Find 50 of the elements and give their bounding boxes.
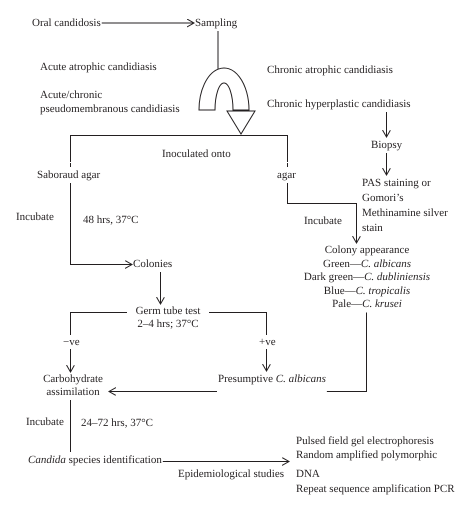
arrow	[208, 312, 271, 372]
arrow	[287, 182, 361, 244]
arrow	[101, 18, 194, 28]
step-label: Colonies	[133, 257, 172, 271]
step-heading: Colony appearance	[324, 244, 410, 258]
note-label: Acute atrophic candidiasis	[40, 60, 157, 74]
note-label: Incubate	[26, 415, 64, 429]
step-heading: Germ tube test	[134, 305, 202, 318]
step-detail: 2–4 hrs; 37°C	[136, 318, 200, 331]
edge-label: +ve	[258, 335, 277, 349]
step-detail: Blue—C. tropicalis	[322, 284, 412, 298]
connector-line	[287, 162, 288, 168]
step-label: Oral candidosis	[32, 16, 101, 30]
step-detail: Pulsed field gel electrophoresis	[296, 434, 435, 448]
arrow	[382, 152, 391, 176]
step-detail: DNA	[296, 467, 321, 481]
u-turn-arrow	[198, 30, 256, 134]
connector-line	[70, 400, 71, 452]
step-label: Sampling	[195, 16, 238, 30]
step-label: Biopsy	[371, 138, 402, 152]
note-label: Acute/chronic pseudomembranous candidiasis	[40, 88, 181, 116]
arrow	[66, 312, 128, 372]
edge-label: 48 hrs, 37°C	[82, 213, 140, 227]
arrow	[162, 457, 290, 466]
arrow	[70, 182, 132, 269]
connector-line	[70, 162, 71, 168]
edge-label: Epidemiological studies	[177, 467, 286, 481]
step-label: Candida species identification	[28, 453, 162, 467]
step-detail: Repeat sequence amplification PCR	[296, 482, 455, 496]
step-detail: Pale—C. krusei	[331, 298, 403, 312]
inoculation-bracket	[70, 135, 288, 162]
step-label: Saboraud agar	[37, 168, 100, 182]
arrow	[382, 112, 391, 138]
step-label: PAS staining or Gomori’s Methinamine silver stain	[362, 176, 449, 236]
arrow	[156, 272, 165, 304]
step-detail: Green—C. albicans	[322, 258, 412, 271]
note-label: Chronic atrophic candidiasis	[267, 63, 393, 77]
step-label: Chronic hyperplastic candidiasis	[267, 97, 411, 111]
connector-line	[326, 312, 367, 392]
step-label: Presumptive C. albicans	[218, 372, 326, 386]
step-label: agar	[277, 168, 296, 182]
edge-label: 24–72 hrs, 37°C	[80, 416, 154, 430]
step-label: Carbohydrate assimilation	[42, 373, 104, 399]
step-detail: Dark green—C. dubliniensis	[302, 271, 432, 284]
step-label: Inoculated onto	[162, 147, 231, 161]
arrow	[108, 387, 218, 396]
edge-label: −ve	[62, 335, 81, 349]
note-label: Incubate	[16, 210, 54, 224]
edge-label: Incubate	[303, 214, 343, 228]
step-detail: Random amplified polymorphic	[296, 448, 438, 462]
